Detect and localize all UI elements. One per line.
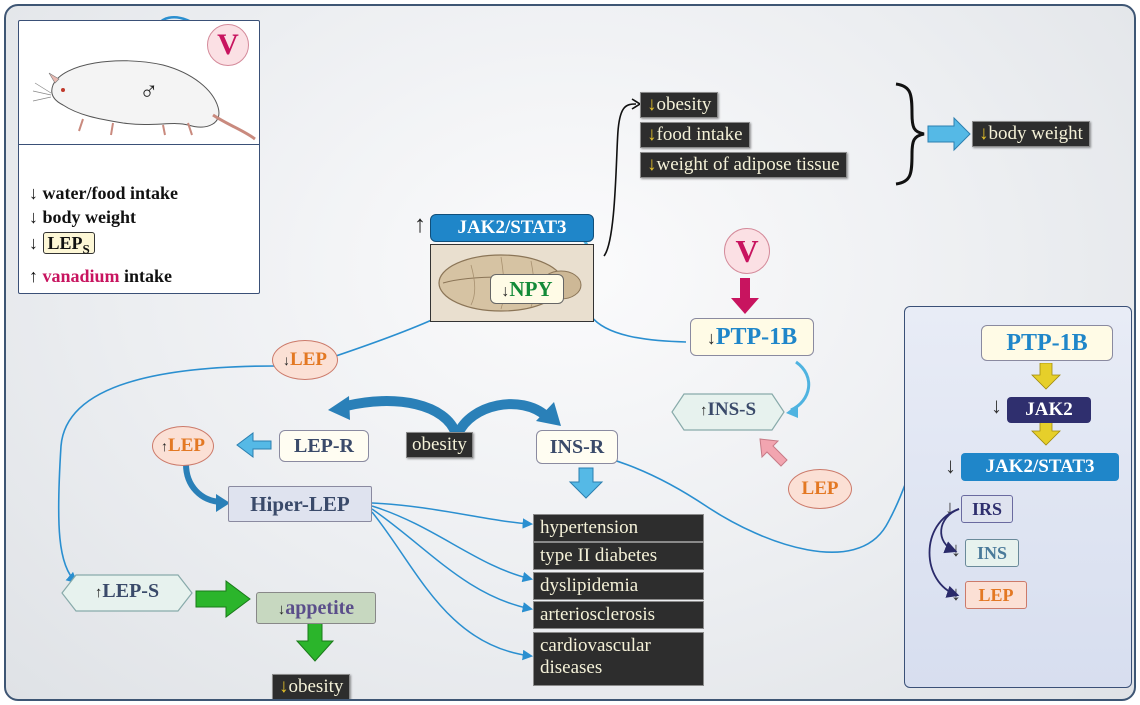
- brain-outcomes-curve: [603, 103, 637, 257]
- right-ptp1b-node: PTP-1B: [981, 325, 1113, 361]
- right-jak2stat3-node: JAK2/STAT3: [961, 453, 1119, 481]
- v-to-ptp1b-arrow: [731, 278, 759, 314]
- irs-down-arrow: ↓: [945, 497, 955, 519]
- hiper-lep-node: Hiper-LEP: [228, 486, 372, 522]
- ptp1b-node: ↓PTP-1B: [690, 318, 814, 356]
- lep-s-label: ↑LEP-S: [94, 580, 160, 602]
- lep-r-node: LEP-R: [279, 430, 369, 462]
- rat-panel-divider: [19, 144, 259, 145]
- rat-v-symbol: V: [207, 24, 249, 66]
- to-body-weight-arrow: [927, 116, 971, 152]
- diagram-frame: ♂ V ↓ water/food intake ↓ body weight ↓ …: [4, 4, 1136, 701]
- npy-label: ↓NPY: [490, 274, 564, 304]
- disease-box: cardiovascular diseases: [533, 632, 704, 686]
- ins-s-node: [671, 393, 785, 431]
- brain-up-arrow: ↑: [414, 212, 426, 238]
- center-v-symbol: V: [724, 228, 770, 274]
- disease-box: dyslipidemia: [533, 572, 704, 600]
- jak2stat3-down-arrow: ↓: [945, 453, 956, 478]
- feedback-arcs: [928, 508, 960, 598]
- rat-panel: ♂ V ↓ water/food intake ↓ body weight ↓ …: [18, 20, 260, 294]
- disease-box: arteriosclerosis: [533, 601, 704, 629]
- rat-effect: ↓ body weight: [29, 207, 137, 227]
- lep-oval-up: ↑LEP: [152, 426, 214, 466]
- right-irs-node: IRS: [961, 495, 1013, 523]
- right-ins-node: INS: [965, 539, 1019, 567]
- rat-effect: ↓ water/food intake: [29, 183, 178, 203]
- disease-box: hypertension: [533, 514, 704, 542]
- curly-brace: [895, 82, 925, 186]
- rat-effect: ↓ LEPS: [29, 231, 254, 262]
- rat-illustration: [32, 60, 256, 141]
- rat-effects-list: ↓ water/food intake ↓ body weight ↓ LEPS…: [29, 181, 254, 288]
- disease-box: type II diabetes: [533, 542, 704, 570]
- lep-to-leps-curve: [57, 365, 277, 584]
- outcome-box: ↓food intake: [640, 122, 750, 148]
- brain-jak2stat3-label: JAK2/STAT3: [430, 214, 594, 242]
- outcome-box: ↓weight of adipose tissue: [640, 152, 847, 178]
- green-arrow-right: [195, 580, 251, 618]
- ins-s-label: ↑INS-S: [699, 399, 757, 420]
- brain-ptp1b-line: [590, 315, 687, 343]
- obesity-bottom-box: ↓obesity: [272, 674, 351, 699]
- right-pathway-panel: PTP-1B ↓ JAK2 ↓ JAK2/STAT3 ↓ IRS ↓ INS ↓…: [904, 306, 1132, 688]
- appetite-node: ↓appetite: [256, 592, 376, 624]
- body-weight-box: ↓body weight: [972, 121, 1090, 147]
- lep-oval-left: ↓LEP: [272, 340, 338, 380]
- lep-to-inss-arrow: [759, 438, 788, 467]
- lep-oval-right: LEP: [788, 469, 852, 509]
- obesity-center-box: obesity: [406, 432, 473, 458]
- male-symbol: ♂: [139, 77, 159, 106]
- connector-layer: [57, 16, 975, 662]
- outcome-box: ↓obesity: [640, 92, 719, 118]
- right-jak2-node: JAK2: [1007, 397, 1091, 423]
- right-lep-node: LEP: [965, 581, 1027, 609]
- lep-s-node: [61, 574, 193, 612]
- rat-effect: ↑ vanadium intake: [29, 265, 173, 286]
- jak2-down-arrow: ↓: [991, 393, 1002, 418]
- green-arrow-down: [295, 622, 335, 662]
- ins-r-node: INS-R: [536, 430, 618, 464]
